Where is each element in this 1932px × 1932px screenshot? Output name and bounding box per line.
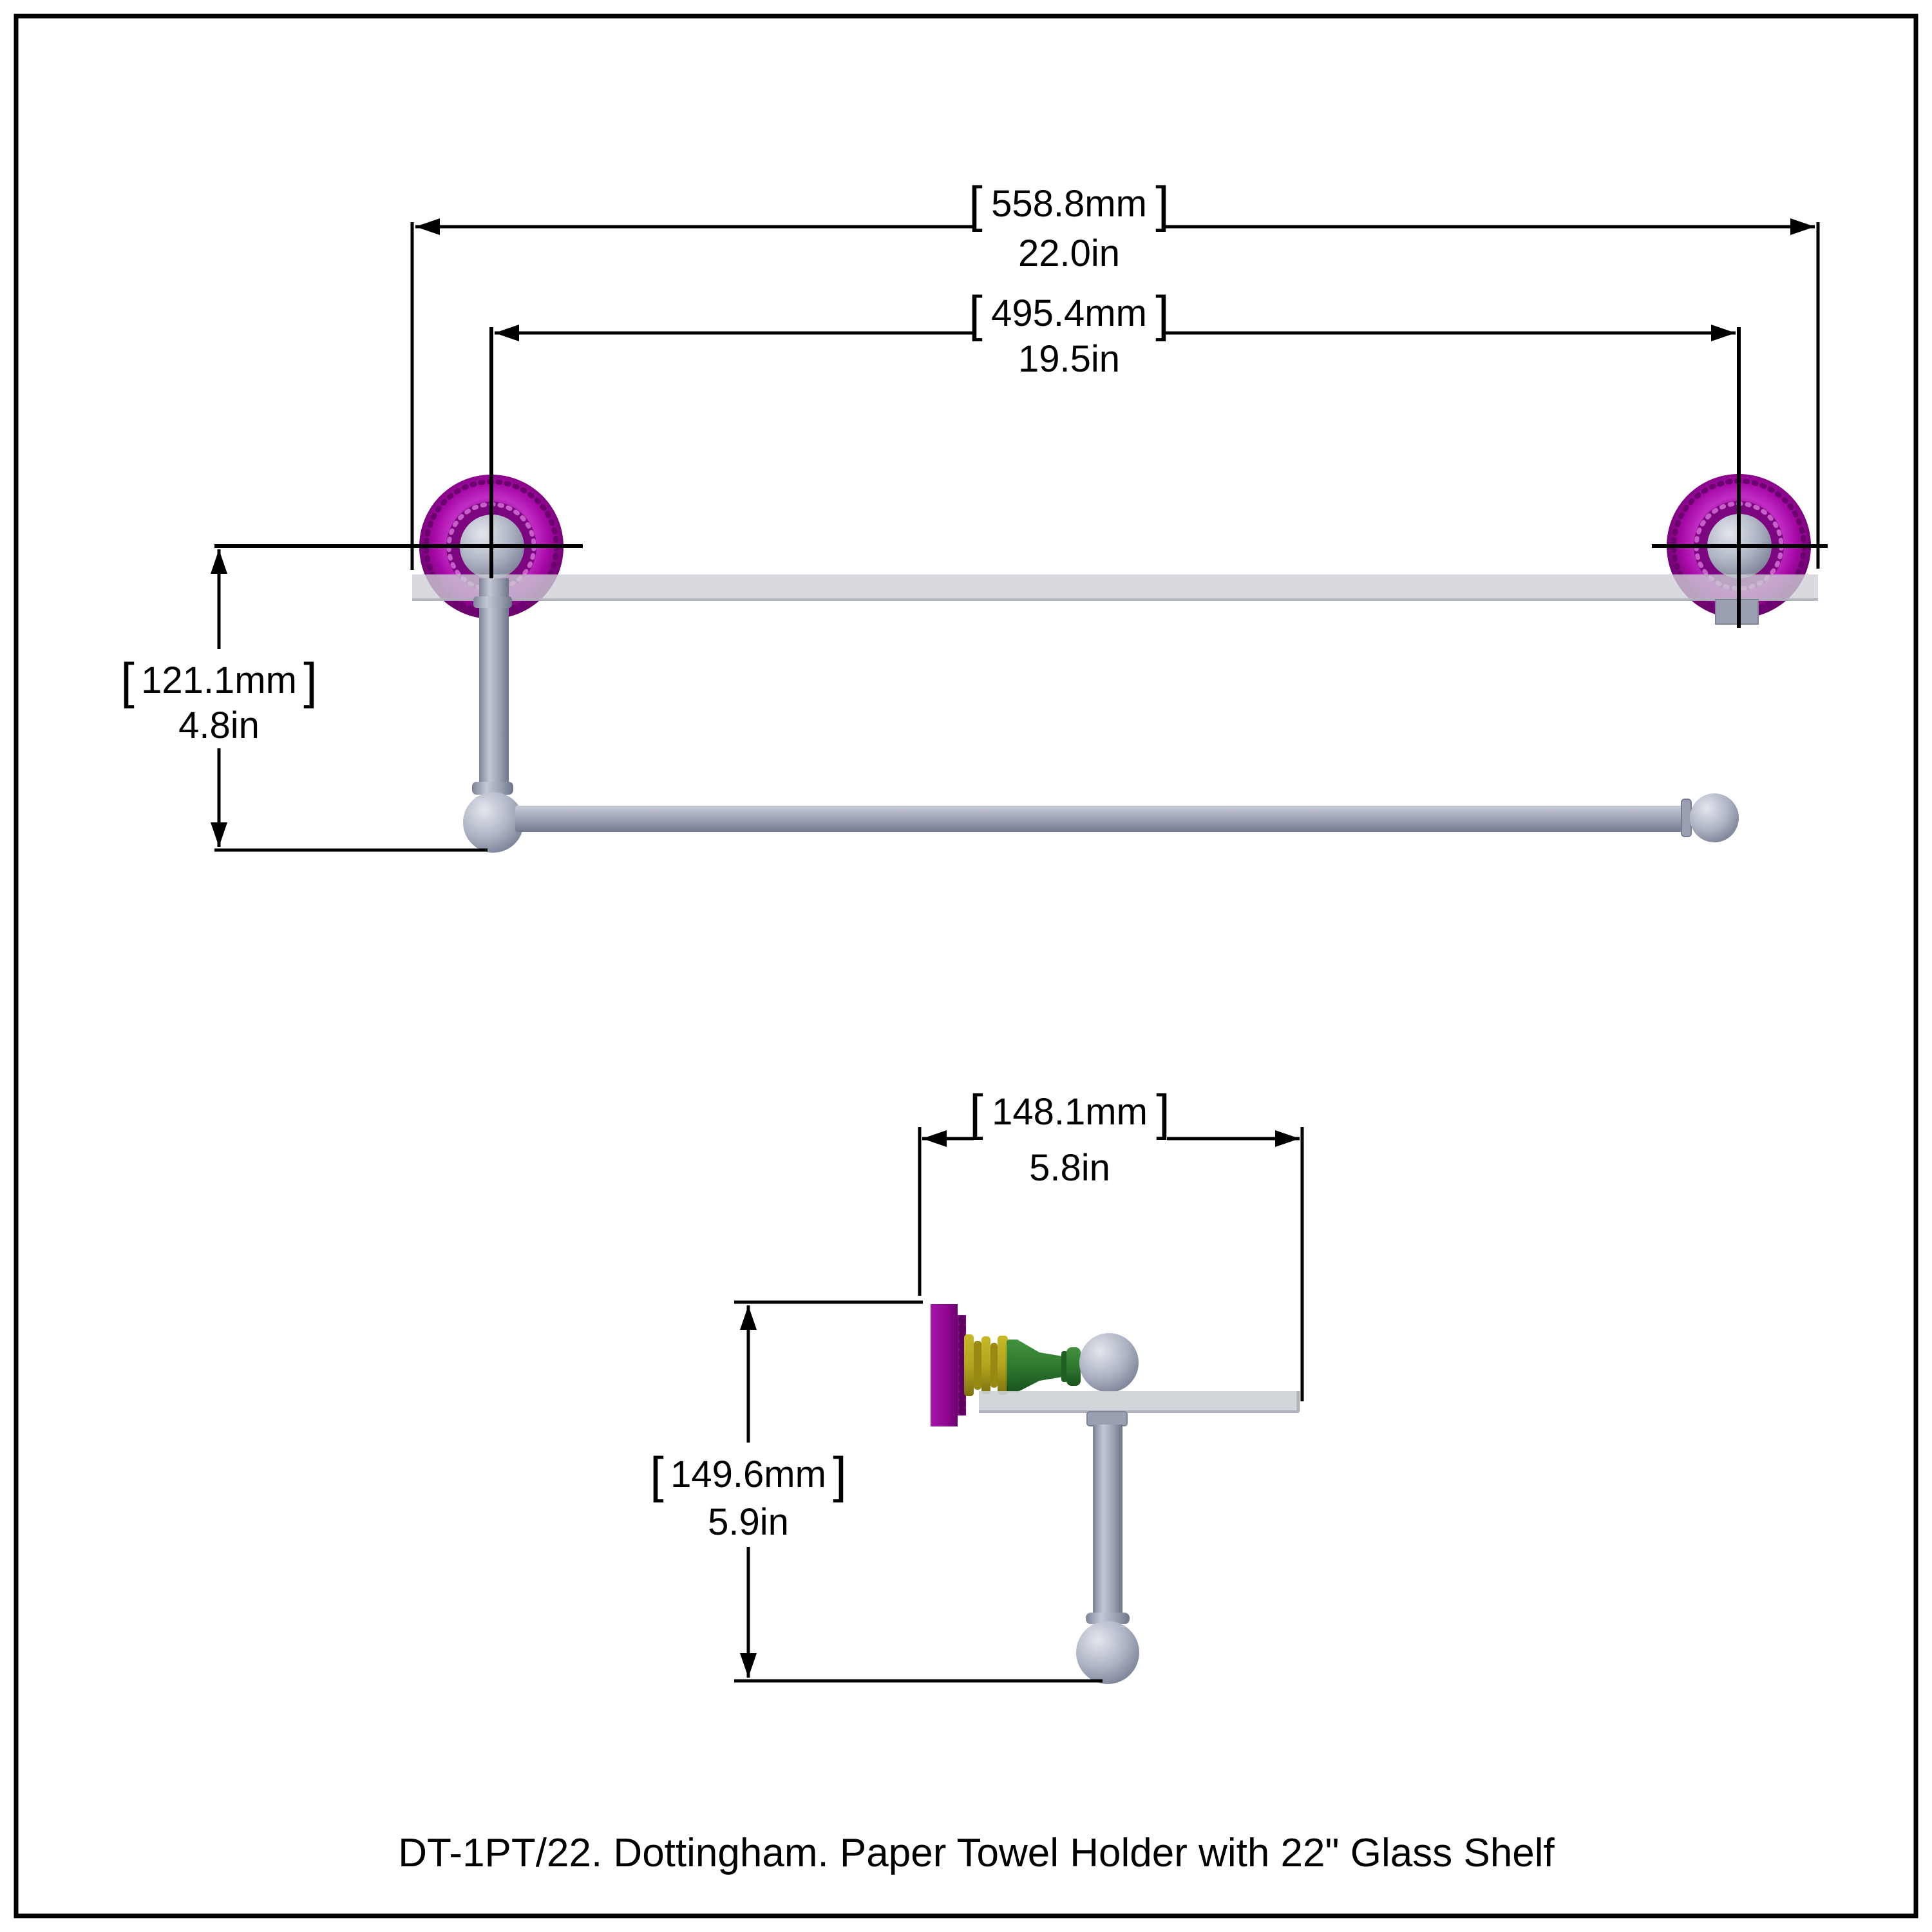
green-detail-spindle — [1007, 1340, 1081, 1392]
dim-shelf-depth: [ 148.1mm ] 5.8in — [918, 1084, 1304, 1401]
bracket-left: [ — [969, 176, 983, 232]
glass-shelf-side — [979, 1391, 1300, 1413]
front-view: [ 558.8mm ] 22.0in [ 495.4mm ] 19.5in — [120, 176, 1828, 853]
bracket-left: [ — [969, 285, 983, 342]
towel-bar-assembly — [463, 578, 1739, 853]
post-collar-top — [1086, 1411, 1128, 1426]
bracket-right: ] — [1156, 1084, 1170, 1141]
glass-shelf-front — [412, 574, 1818, 601]
bar-end-ball-left — [463, 792, 524, 853]
dim-value-in: 5.8in — [1029, 1147, 1110, 1189]
dim-value-in: 5.9in — [708, 1501, 789, 1543]
flange-disc — [931, 1304, 958, 1426]
arrow-right-icon — [1790, 218, 1815, 235]
arrow-down-icon — [211, 822, 227, 847]
dim-value-mm: 148.1mm — [992, 1091, 1148, 1133]
bar-ball-side — [1079, 1333, 1139, 1392]
bracket-right: ] — [1155, 176, 1170, 232]
post-collar-bottom — [472, 782, 513, 795]
arrow-up-icon — [211, 549, 227, 574]
dim-value-mm: 149.6mm — [670, 1454, 826, 1495]
green-collar — [1066, 1347, 1081, 1386]
bar-end-washer — [1681, 799, 1692, 837]
glass-shelf — [412, 574, 1818, 600]
bar-end-ball-right — [1690, 793, 1739, 842]
center-crosshairs — [214, 327, 1828, 628]
post-collar-top — [473, 596, 512, 608]
arrow-down-icon — [740, 1653, 757, 1678]
dim-value-in: 22.0in — [1018, 232, 1120, 274]
caption: DT-1PT/22. Dottingham. Paper Towel Holde… — [398, 1831, 1555, 1875]
hanger-post — [479, 578, 509, 784]
dim-value-mm: 495.4mm — [991, 292, 1147, 334]
bracket-left: [ — [969, 1084, 983, 1141]
gold-ring — [964, 1334, 974, 1396]
arrow-right-icon — [1711, 325, 1736, 341]
bracket-left: [ — [120, 652, 135, 709]
bracket-right: ] — [1155, 285, 1170, 342]
dim-overall-height: [ 149.6mm ] 5.9in — [650, 1300, 1103, 1683]
wall-flange-side — [931, 1304, 966, 1426]
arrow-left-icon — [415, 218, 440, 235]
gold-ring — [974, 1341, 981, 1390]
dim-bar-drop: [ 121.1mm ] 4.8in — [120, 549, 488, 852]
dim-overall-width: [ 558.8mm ] 22.0in — [410, 176, 1820, 570]
side-post-assembly — [1076, 1411, 1139, 1684]
towel-bar — [515, 806, 1683, 832]
arrow-left-icon — [922, 1130, 947, 1147]
dim-value-mm: 121.1mm — [141, 659, 297, 701]
side-view: [ 148.1mm ] 5.8in — [650, 1084, 1304, 1684]
dim-value-mm: 558.8mm — [991, 183, 1147, 225]
bracket-right: ] — [833, 1446, 847, 1503]
green-base — [1007, 1340, 1019, 1392]
green-ring — [1061, 1351, 1068, 1382]
arrow-up-icon — [740, 1305, 757, 1330]
bottom-ball — [1076, 1621, 1139, 1684]
dim-value-in: 19.5in — [1018, 338, 1120, 380]
gold-ring — [998, 1336, 1008, 1395]
drawing-border — [14, 14, 1918, 1918]
post-ring — [1086, 1613, 1130, 1624]
hanger-post — [1093, 1425, 1122, 1618]
gold-ring — [990, 1343, 998, 1388]
arrow-left-icon — [495, 325, 519, 341]
glass-shelf — [979, 1391, 1299, 1412]
arrow-right-icon — [1275, 1130, 1300, 1147]
gold-detail-rings — [964, 1334, 1008, 1396]
bracket-left: [ — [650, 1446, 664, 1503]
green-vase — [1019, 1341, 1063, 1391]
dim-value-in: 4.8in — [178, 705, 260, 746]
gold-ring — [981, 1336, 990, 1394]
bracket-right: ] — [303, 652, 317, 709]
dim-post-centers: [ 495.4mm ] 19.5in — [495, 285, 1736, 380]
